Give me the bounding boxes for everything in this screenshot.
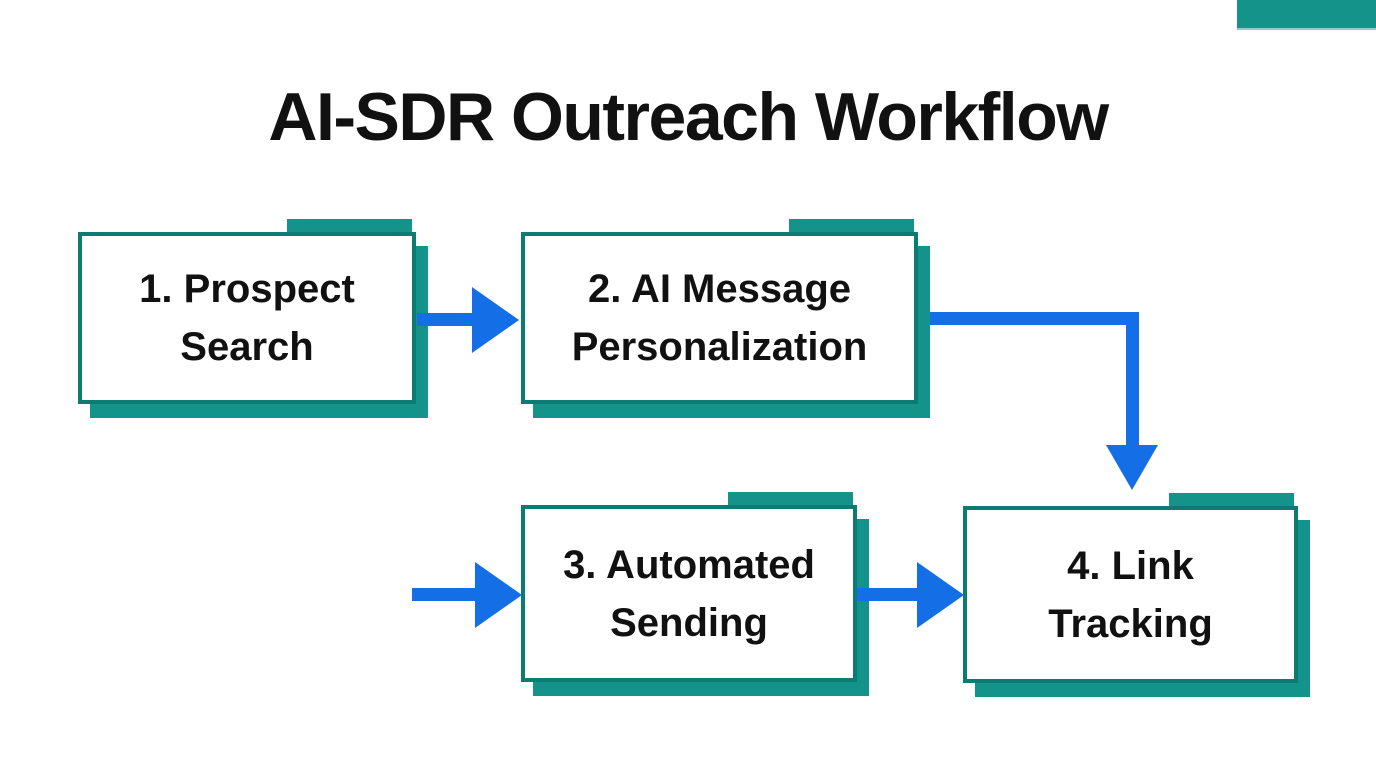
step-box-automated-sending: 3. Automated Sending [521, 505, 857, 682]
step-box-prospect-search: 1. Prospect Search [78, 232, 416, 404]
step4-label-line2: Tracking [1048, 601, 1213, 646]
arrow-step2-to-step4-vertical [1126, 312, 1139, 446]
arrow-into-step3-tail [412, 588, 476, 601]
arrow-step1-to-step2-head-icon [472, 287, 519, 353]
step2-label-line1: 2. AI Message [587, 267, 852, 311]
step3-label-line2: Sending [610, 600, 768, 645]
step2-label-line2: Personalization [571, 325, 868, 369]
step1-label-line2: Search [180, 325, 314, 369]
step1-label-line1: 1. Prospect [139, 267, 355, 311]
step3-label-line1: 3. Automated [563, 542, 815, 587]
diagram-title: AI-SDR Outreach Workflow [268, 79, 1109, 155]
arrow-into-step3-head-icon [475, 562, 522, 628]
corner-accent-bar [1237, 0, 1376, 30]
step4-label-line1: 4. Link [1067, 543, 1194, 588]
step-box-link-tracking: 4. Link Tracking [963, 506, 1298, 683]
arrow-step3-to-step4-tail [857, 588, 918, 601]
arrow-step3-to-step4-head-icon [917, 562, 964, 628]
step-box-ai-message-personalization: 2. AI Message Personalization [521, 232, 918, 404]
arrow-step2-to-step4-head-icon [1106, 445, 1158, 490]
arrow-step1-to-step2-tail [417, 313, 473, 326]
arrow-step2-to-step4-horizontal [930, 312, 1138, 325]
